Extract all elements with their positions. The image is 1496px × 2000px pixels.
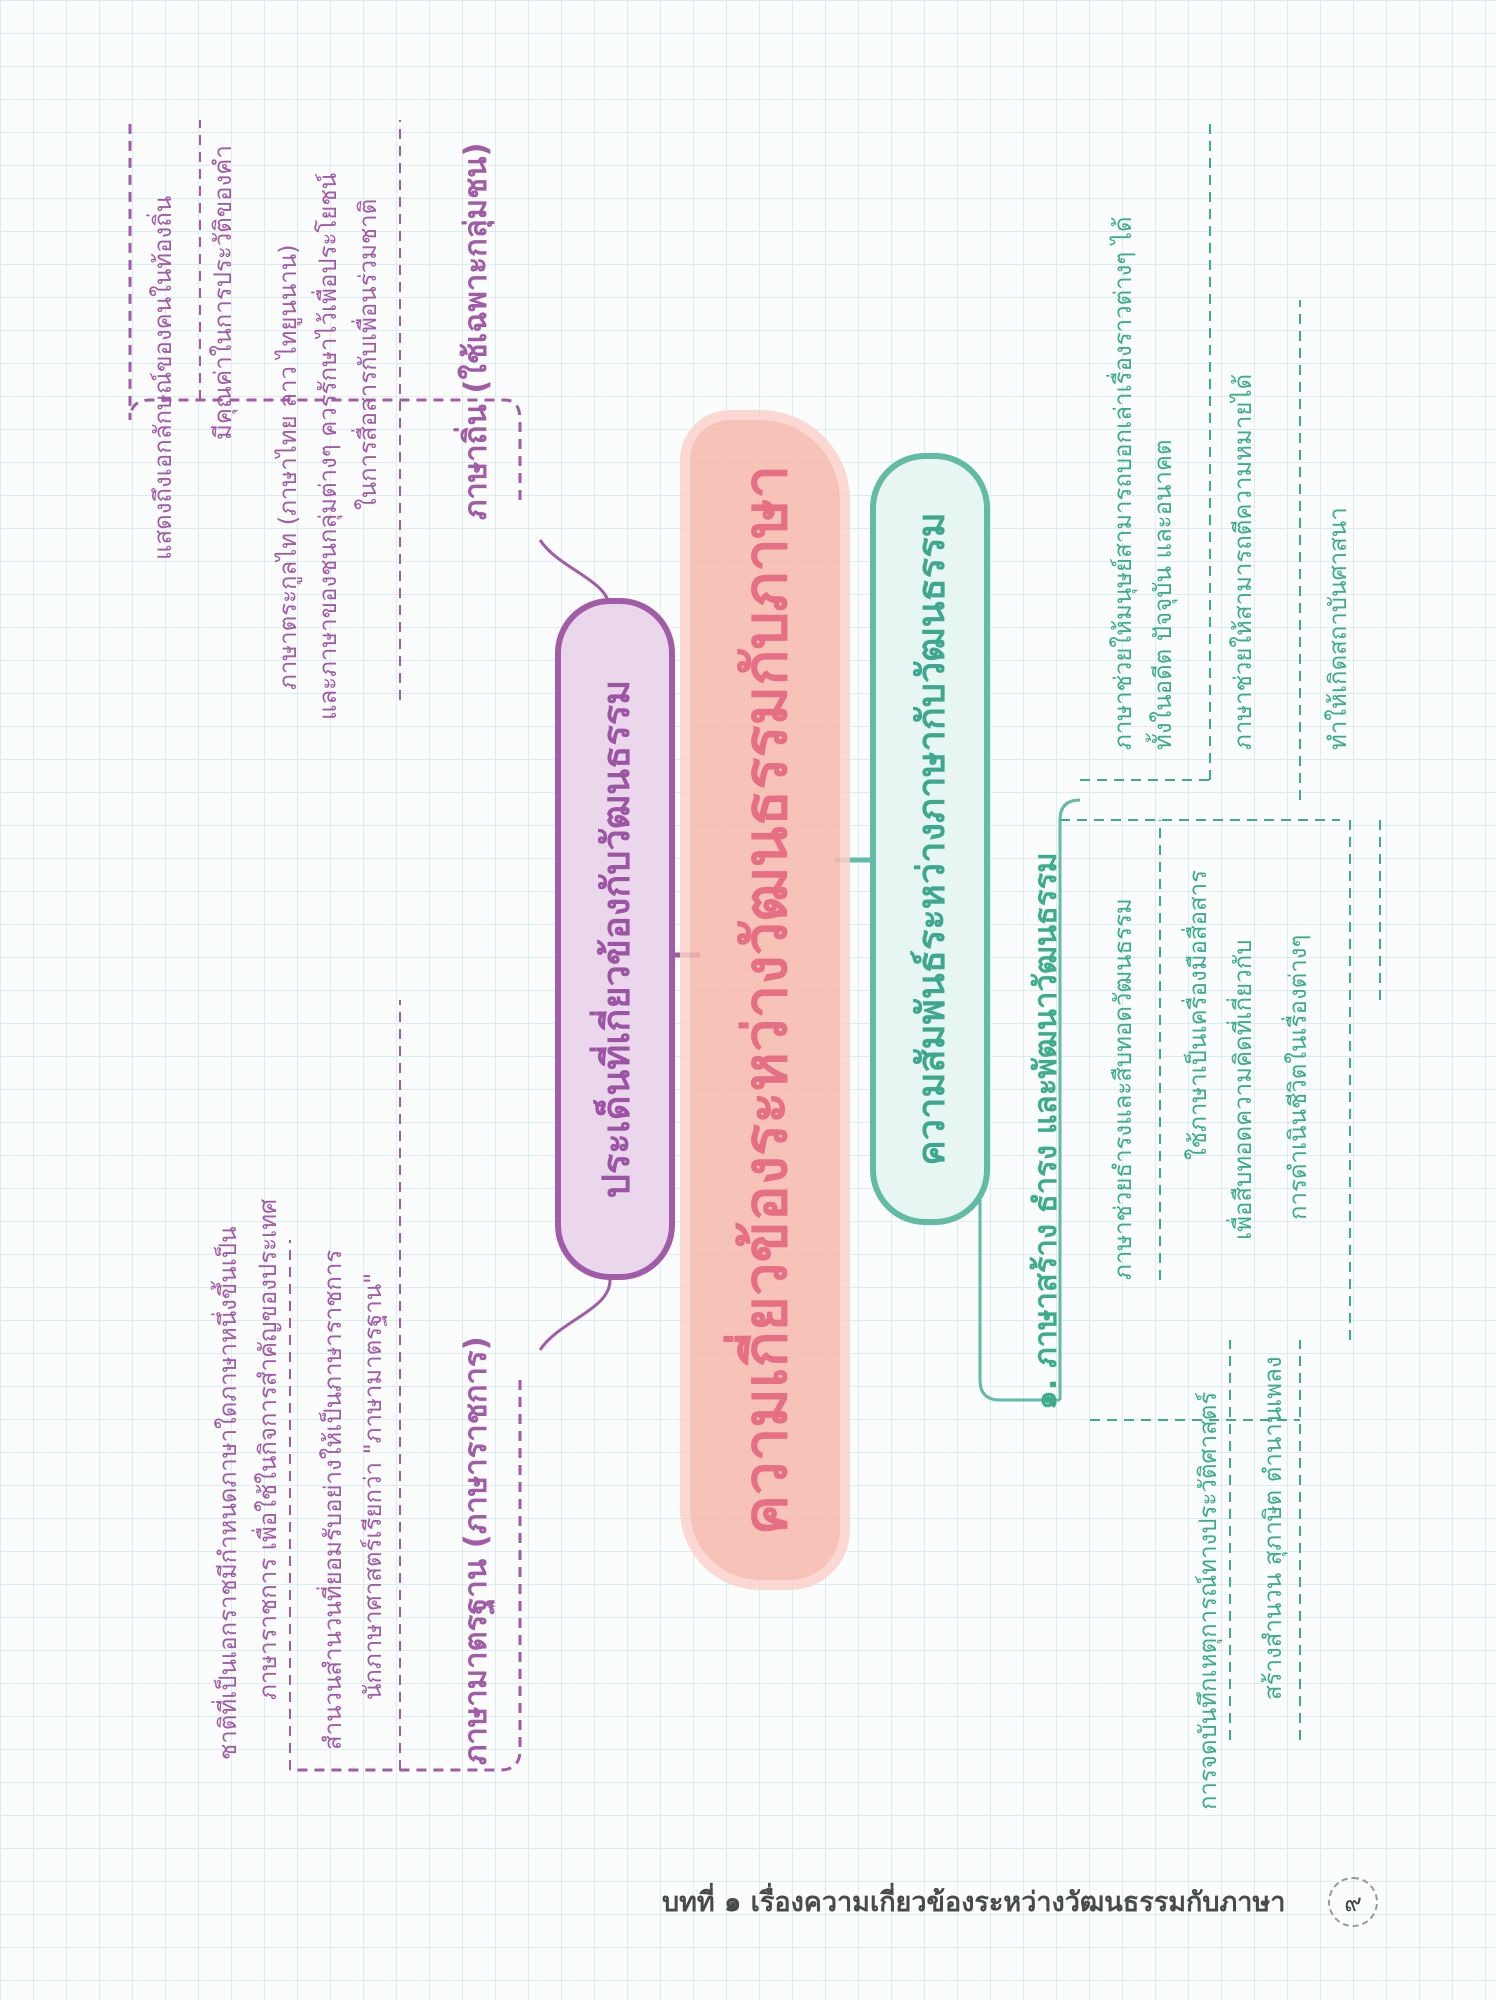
green-group-1-line-4: ทำให้เกิดสถาบันศาสนา (1324, 507, 1352, 750)
green-group-2-line-4: การดำเนินชีวิตในเรื่องต่างๆ (1284, 934, 1312, 1220)
green-group-2-line-3: เพื่อสืบทอดความคิดที่เกี่ยวกับ (1229, 939, 1257, 1240)
green-group-1-line-2: ทั้งในอดีต ปัจจุบัน และอนาคต (1149, 439, 1177, 750)
green-group-3-line-1: การจดบันทึกเหตุการณ์ทางประวัติศาสตร์ (1194, 1391, 1222, 1810)
footer-chapter-title: บทที่ ๑ เรื่องความเกี่ยวข้องระหว่างวัฒนธ… (662, 1887, 1286, 1918)
green-group-1-line-3: ภาษาช่วยให้สามารถตีความหมายได้ (1229, 373, 1257, 750)
green-sub-label: ๑. ภาษาสร้าง ธำรง และพัฒนาวัฒนธรรม (1028, 852, 1064, 1410)
purple-group-2-line-3: สำนวนสำนวนที่ยอมรับอย่างให้เป็นภาษาราชกา… (319, 1249, 347, 1750)
purple-group-1-line-2: มีคุณค่าในการประวัติของคำ (209, 145, 237, 440)
green-group-2-line-1: ภาษาช่วยธำรงและสืบทอดวัฒนธรรม (1109, 898, 1137, 1280)
purple-group-2-label: ภาษามาตรฐาน (ภาษาราชการ) (458, 1336, 494, 1765)
purple-group-1-line-3: ภาษาตระกูลไท (ภาษาไทย ลาว ไทยูนนาน) (274, 244, 302, 690)
green-group-3-line-2: สร้างสำนวน สุภาษิต ตำนานเพลง (1259, 1356, 1287, 1700)
purple-branch-title: ประเด็นที่เกี่ยวข้องกับวัฒนธรรม (593, 679, 638, 1199)
green-group-2-line-2: ใช้ภาษาเป็นเครื่องมือสื่อสาร (1184, 869, 1212, 1160)
purple-group-1-label: ภาษาถิ่น (ใช้เฉพาะกลุ่มชน) (458, 142, 494, 520)
purple-group-1-line-4: และภาษาของชนกลุ่มต่างๆ ควรรักษาไว้เพื่อป… (314, 172, 342, 720)
purple-group-2-line-2: ภาษาราชการ เพื่อใช้ในกิจการสำคัญของประเท… (254, 1198, 282, 1700)
purple-group-2-line-4: นักภาษาศาสตร์เรียกว่า "ภาษามาตรฐาน" (359, 1272, 387, 1700)
green-branch-title: ความสัมพันธ์ระหว่างภาษากับวัฒนธรรม (908, 512, 953, 1166)
green-branch-node: ความสัมพันธ์ระหว่างภาษากับวัฒนธรรม (870, 453, 990, 1225)
purple-group-2-line-1: ชาติที่เป็นเอกราชมีกำหนดภาษาใดภาษาหนึ่งข… (214, 1226, 242, 1760)
purple-group-1-line-5: ในการสื่อสารกับเพื่อนร่วมชาติ (354, 198, 382, 510)
page-number: ๙ (1328, 1877, 1378, 1927)
center-title: ความเกี่ยวข้องระหว่างวัฒนธรรมกับภาษา (730, 464, 801, 1536)
purple-branch-node: ประเด็นที่เกี่ยวข้องกับวัฒนธรรม (555, 598, 675, 1280)
purple-group-1-line-1: แสดงถึงเอกลักษณ์ของคนในท้องถิ่น (149, 195, 177, 560)
green-group-1-line-1: ภาษาช่วยให้มนุษย์สามารถบอกเล่าเรื่องราวต… (1109, 216, 1137, 750)
